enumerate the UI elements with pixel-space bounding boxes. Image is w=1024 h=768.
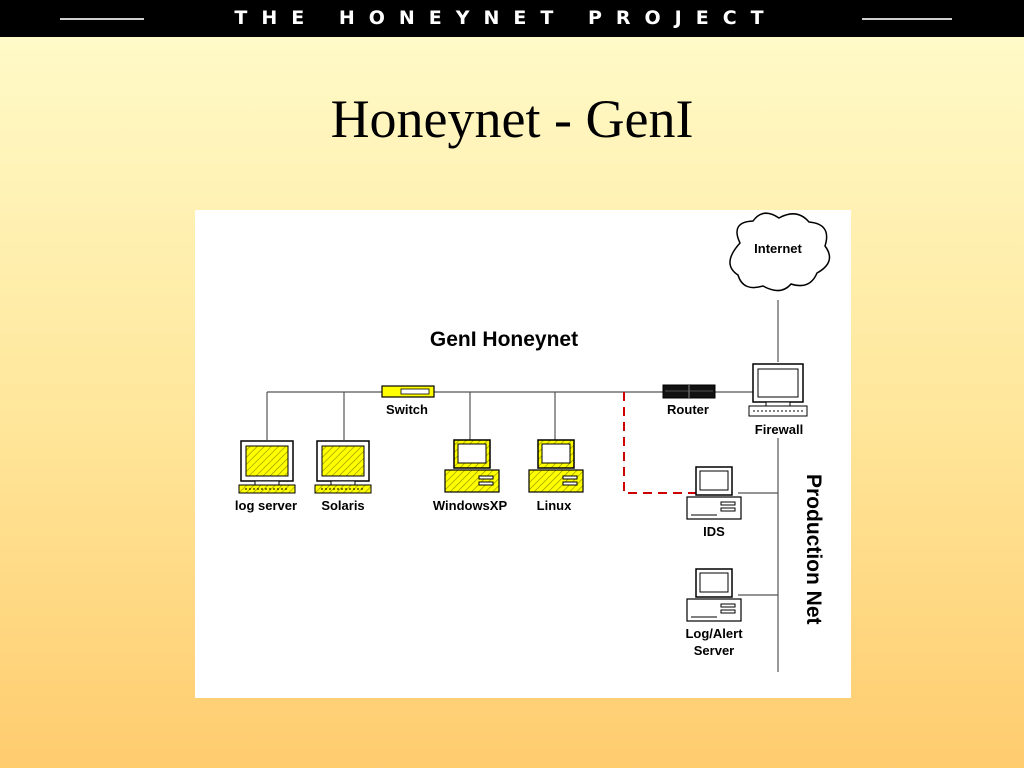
firewall-icon — [748, 363, 808, 417]
log-alert-label-line2: Server — [694, 643, 734, 658]
banner-text: THE HONEYNET PROJECT — [234, 7, 778, 29]
firewall-label: Firewall — [755, 422, 803, 437]
internet-label: Internet — [754, 241, 802, 256]
linux-icon — [528, 439, 584, 493]
diagram-canvas: Internet GenI Honeynet Switch Router Fir… — [235, 212, 831, 672]
slide-title: Honeynet - GenI — [330, 89, 694, 149]
log-alert-label-line1: Log/Alert — [685, 626, 743, 641]
linux-label: Linux — [537, 498, 572, 513]
ids-label: IDS — [703, 524, 725, 539]
diagram-title: GenI Honeynet — [430, 328, 578, 351]
log-alert-server-icon — [686, 568, 742, 622]
network-diagram: Internet GenI Honeynet Switch Router Fir… — [195, 210, 851, 698]
solaris-icon — [314, 440, 372, 494]
banner-rule-left — [60, 18, 144, 20]
production-net-label: Production Net — [802, 474, 825, 625]
internet-cloud-icon — [729, 212, 831, 292]
log-server-label: log server — [235, 498, 297, 513]
windowsxp-icon — [444, 439, 500, 493]
ids-sniff-link — [623, 392, 700, 494]
windowsxp-label: WindowsXP — [433, 498, 508, 513]
switch-icon — [381, 385, 435, 398]
banner-rule-right — [862, 18, 952, 20]
solaris-label: Solaris — [321, 498, 364, 513]
router-icon — [662, 384, 716, 399]
header-banner: THE HONEYNET PROJECT — [0, 0, 1024, 37]
log-server-icon — [238, 440, 296, 494]
router-label: Router — [667, 402, 709, 417]
switch-label: Switch — [386, 402, 428, 417]
